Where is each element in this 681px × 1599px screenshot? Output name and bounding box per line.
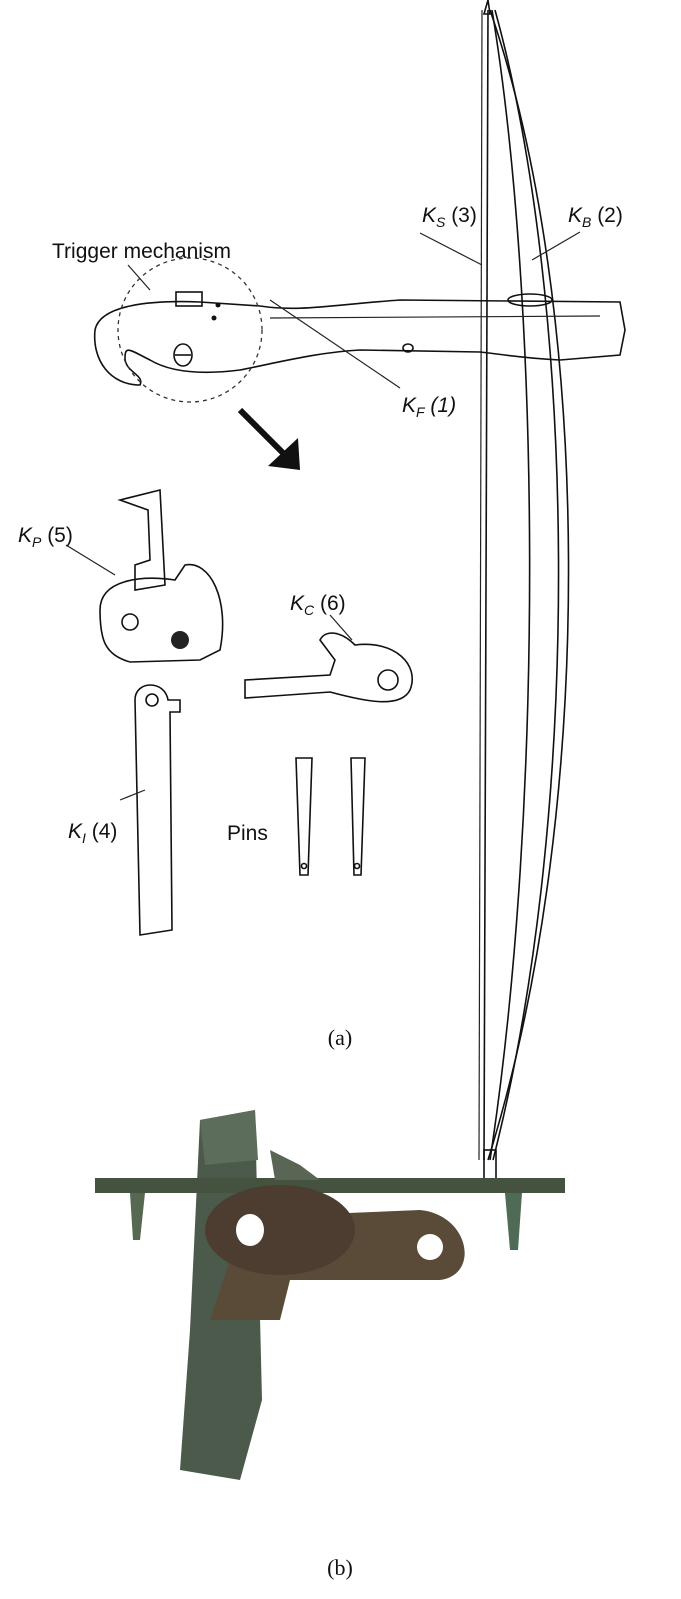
label-ks: KS (3) [422, 204, 477, 230]
label-ki: KI (4) [68, 820, 117, 846]
trigger-mechanism-photo [95, 1110, 565, 1480]
label-trigger-mechanism: Trigger mechanism [52, 240, 231, 263]
label-kc: KC (6) [290, 592, 346, 618]
label-kf: KF (1) [402, 394, 456, 420]
part-kc [244, 632, 413, 703]
trigger-highlight-circle [117, 257, 263, 403]
arrow-icon [237, 407, 300, 470]
label-kp: KP (5) [18, 524, 73, 550]
bow-string [483, 9, 489, 1161]
part-ki [134, 684, 181, 936]
part-kp [99, 488, 224, 663]
label-kb: KB (2) [568, 204, 623, 230]
caption-a: (a) [328, 1025, 352, 1050]
crossbow-stock [93, 291, 626, 386]
label-pins: Pins [227, 822, 268, 845]
caption-b: (b) [327, 1555, 353, 1580]
pins [295, 757, 366, 876]
crossbow-bow [482, 0, 570, 1185]
